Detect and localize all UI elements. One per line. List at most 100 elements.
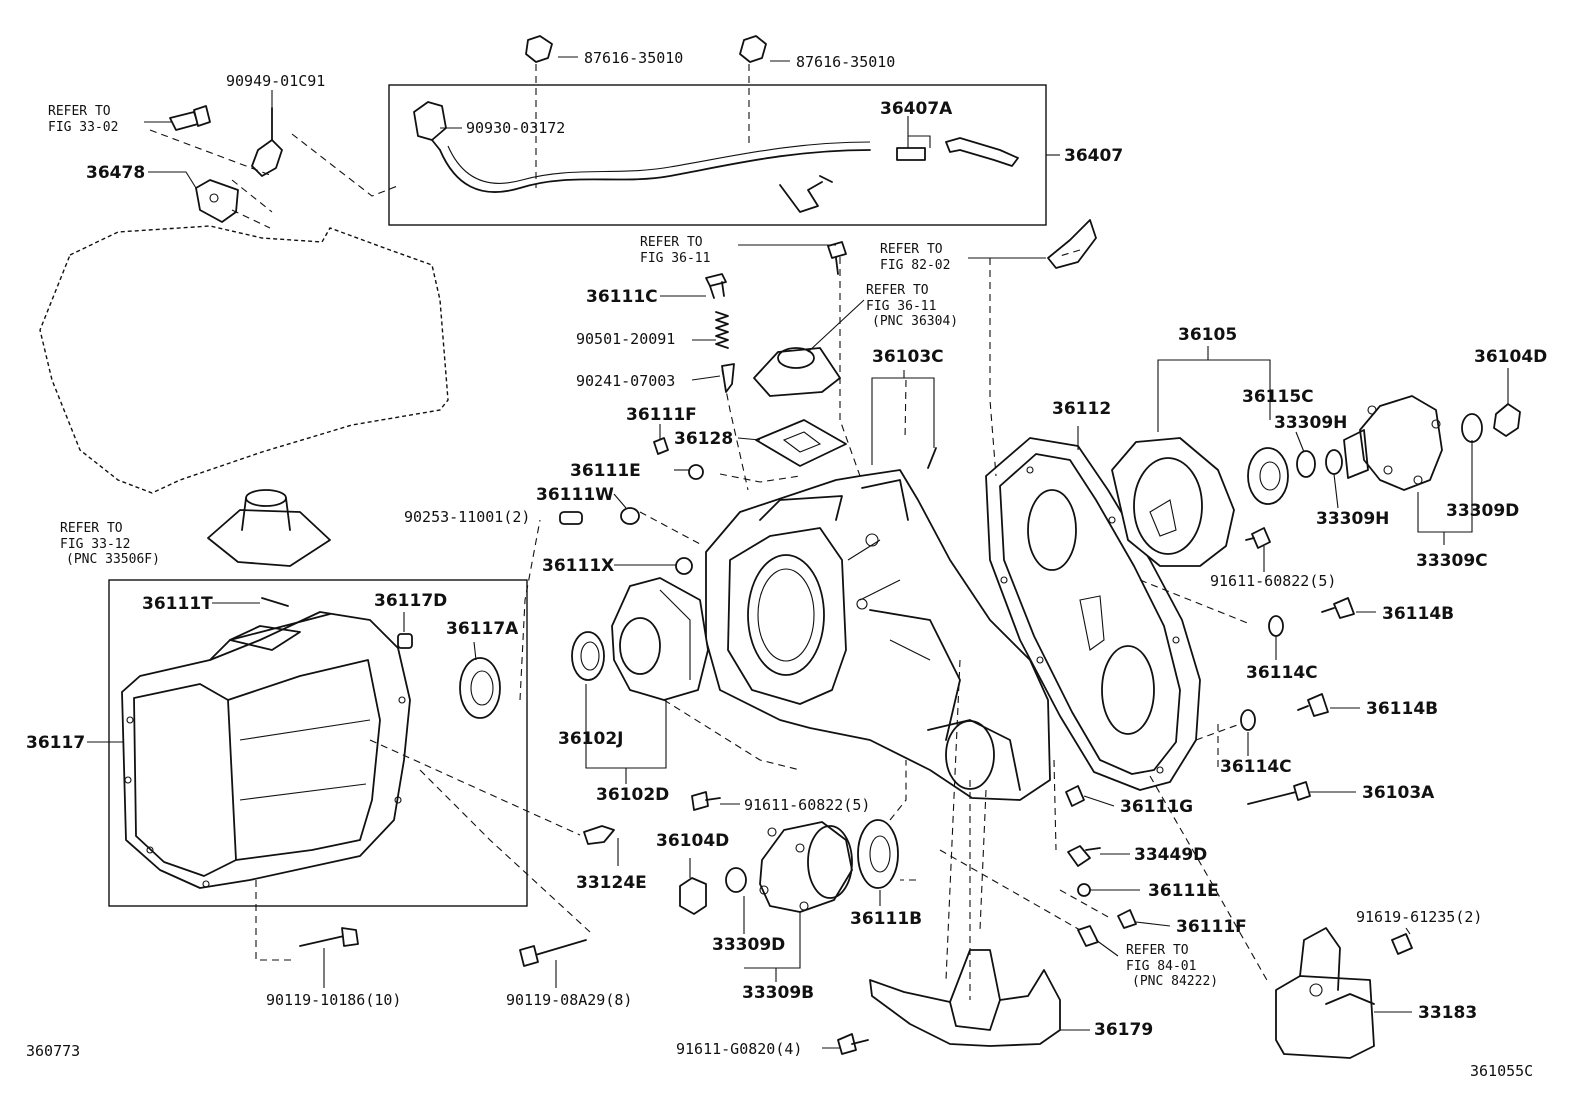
- bolt-33449D: [1067, 845, 1101, 867]
- label-36104D-low: 36104D: [656, 831, 729, 851]
- extension-housing-box: [108, 579, 528, 907]
- bolt-91611-bottom: [837, 1033, 869, 1055]
- plug-36117D: [397, 633, 413, 649]
- drawing-code-left: 360773: [26, 1042, 80, 1060]
- svg-text:REFER TO: REFER TO: [640, 235, 703, 250]
- label-33309D-top: 33309D: [1446, 501, 1519, 521]
- mount-33183: [1275, 927, 1375, 1059]
- transmission-housing-outline: [39, 225, 449, 494]
- svg-text:FIG 84-01: FIG 84-01: [1126, 959, 1196, 974]
- label-36111G: 36111G: [1120, 797, 1193, 817]
- svg-text:FIG 33-12: FIG 33-12: [60, 537, 130, 552]
- label-36112: 36112: [1052, 399, 1111, 419]
- label-33309H-b: 33309H: [1316, 509, 1389, 529]
- label-36407A: 36407A: [880, 99, 953, 119]
- breather-hose: [439, 149, 871, 193]
- label-36103C: 36103C: [872, 347, 944, 367]
- bolt-90949: [251, 107, 283, 177]
- svg-text:REFER TO: REFER TO: [866, 283, 929, 298]
- label-36478: 36478: [86, 163, 145, 183]
- svg-text:REFER TO: REFER TO: [60, 521, 123, 536]
- label-90501: 90501-20091: [576, 330, 675, 348]
- shift-lever-retainer: [207, 489, 331, 567]
- cover-refer-36-11: [753, 347, 841, 397]
- pin-90253: [559, 511, 583, 525]
- label-36128: 36128: [674, 429, 733, 449]
- washer-33309D-top: [1461, 413, 1483, 443]
- label-36179: 36179: [1094, 1020, 1153, 1040]
- bolt-91611-right: [1245, 527, 1271, 549]
- hose-clip-left: [525, 35, 553, 63]
- spring-90501: [715, 311, 729, 349]
- svg-text:FIG 36-11: FIG 36-11: [866, 299, 936, 314]
- bearing-36115C: [1247, 447, 1289, 505]
- flange-33309C: [1343, 395, 1443, 491]
- nut-36104D-top: [1493, 403, 1521, 437]
- label-36114B-b: 36114B: [1366, 699, 1438, 719]
- bolt-36114B-a: [1321, 597, 1355, 619]
- label-36105: 36105: [1178, 325, 1237, 345]
- bolt-refer-36-11: [827, 241, 847, 275]
- drawing-code-right: 361055C: [1470, 1062, 1533, 1080]
- bolt-36111F-top: [653, 437, 669, 455]
- svg-text:REFER TO: REFER TO: [880, 242, 943, 257]
- label-36111E-low: 36111E: [1148, 881, 1219, 901]
- svg-text:REFER TO: REFER TO: [1126, 943, 1189, 958]
- plug-36111W: [620, 507, 640, 525]
- bolt-91611-mid: [691, 791, 721, 811]
- cover-36111C-area: [705, 273, 727, 299]
- washer-33309H-a: [1296, 450, 1316, 478]
- pin-36103C: [927, 447, 937, 469]
- svg-text:REFER TO: REFER TO: [48, 104, 111, 119]
- nut-36111E-top: [688, 464, 704, 480]
- bearing-36117A: [459, 657, 501, 719]
- label-33309D-low: 33309D: [712, 935, 785, 955]
- gasket-36128: [755, 419, 847, 467]
- hose-connector-36407A: [896, 147, 926, 161]
- bracket-refer-82-02: [1047, 219, 1097, 269]
- label-90119b: 90119-08A29(8): [506, 991, 632, 1009]
- label-36111B: 36111B: [850, 909, 922, 929]
- label-36115C: 36115C: [1242, 387, 1314, 407]
- label-36111F-low: 36111F: [1176, 917, 1247, 937]
- label-87616-b: 87616-35010: [796, 53, 895, 71]
- label-91611-mid: 91611-60822(5): [744, 796, 870, 814]
- nut-36111E-low: [1077, 883, 1091, 897]
- label-90253: 90253-11001(2): [404, 508, 530, 526]
- bolt-refer-84-01: [1077, 925, 1099, 947]
- seal-36102J: [571, 631, 605, 681]
- pin-36111T: [261, 597, 289, 607]
- extension-housing-36117: [121, 611, 411, 889]
- label-36111F-top: 36111F: [626, 405, 697, 425]
- label-36114C-b: 36114C: [1220, 757, 1292, 777]
- washer-36114C-b: [1240, 709, 1256, 731]
- washer-33309H-b: [1325, 449, 1343, 475]
- label-91611-bottom: 91611-G0820(4): [676, 1040, 802, 1058]
- label-36111T: 36111T: [142, 594, 213, 614]
- svg-text:FIG 36-11: FIG 36-11: [640, 251, 710, 266]
- plug-36111X: [675, 557, 693, 575]
- label-36117D: 36117D: [374, 591, 447, 611]
- label-36102J: 36102J: [558, 729, 623, 749]
- label-36111C: 36111C: [586, 287, 658, 307]
- label-33309H-a: 33309H: [1274, 413, 1347, 433]
- flange-33309B: [759, 821, 853, 913]
- bracket-33124E: [583, 825, 615, 845]
- crossmember-bracket-36179: [869, 949, 1061, 1047]
- label-90241: 90241-07003: [576, 372, 675, 390]
- pin-90241: [721, 363, 735, 393]
- bolt-36103A: [1247, 781, 1311, 805]
- label-36111E-top: 36111E: [570, 461, 641, 481]
- label-36114C-a: 36114C: [1246, 663, 1318, 683]
- label-36114B-a: 36114B: [1382, 604, 1454, 624]
- label-36111W: 36111W: [536, 485, 614, 505]
- refer-fig-82-02: REFER TO FIG 82-02: [880, 242, 950, 273]
- breather-hose-inner: [447, 141, 871, 184]
- bolt-91619: [1391, 933, 1413, 955]
- bolt-90119b: [519, 939, 587, 967]
- refer-fig-33-12: REFER TO FIG 33-12 (PNC 33506F): [60, 521, 160, 567]
- refer-fig-36-11-a: REFER TO FIG 36-11: [640, 235, 710, 266]
- label-91611-right: 91611-60822(5): [1210, 572, 1336, 590]
- bracket-36478: [195, 179, 239, 223]
